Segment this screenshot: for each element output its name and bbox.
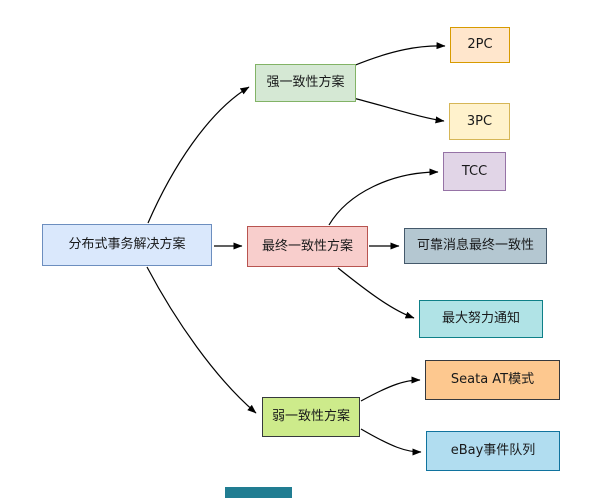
edge-weak-seata	[360, 376, 421, 402]
node-eventual-consistency: 最终一致性方案	[247, 226, 368, 267]
node-tcc: TCC	[443, 152, 506, 191]
node-weak-consistency: 弱一致性方案	[262, 397, 360, 437]
node-best-effort-notify: 最大努力通知	[419, 300, 543, 338]
node-root: 分布式事务解决方案	[42, 224, 212, 266]
node-ebay-queue: eBay事件队列	[426, 431, 560, 471]
node-3pc: 3PC	[449, 103, 510, 140]
watermark-bar	[225, 487, 292, 498]
edge-weak-ebay	[360, 428, 422, 456]
edge-root-weak	[146, 266, 257, 414]
node-seata-at: Seata AT模式	[425, 360, 560, 400]
edge-eventual-tcc	[328, 168, 439, 226]
edge-strong-2pc	[352, 42, 446, 67]
node-2pc: 2PC	[450, 27, 510, 63]
edge-eventual-notify	[337, 267, 415, 319]
edge-strong-3pc	[352, 97, 445, 124]
node-strong-consistency: 强一致性方案	[255, 64, 356, 102]
edge-root-strong	[147, 86, 250, 224]
node-reliable-message: 可靠消息最终一致性	[404, 228, 547, 264]
